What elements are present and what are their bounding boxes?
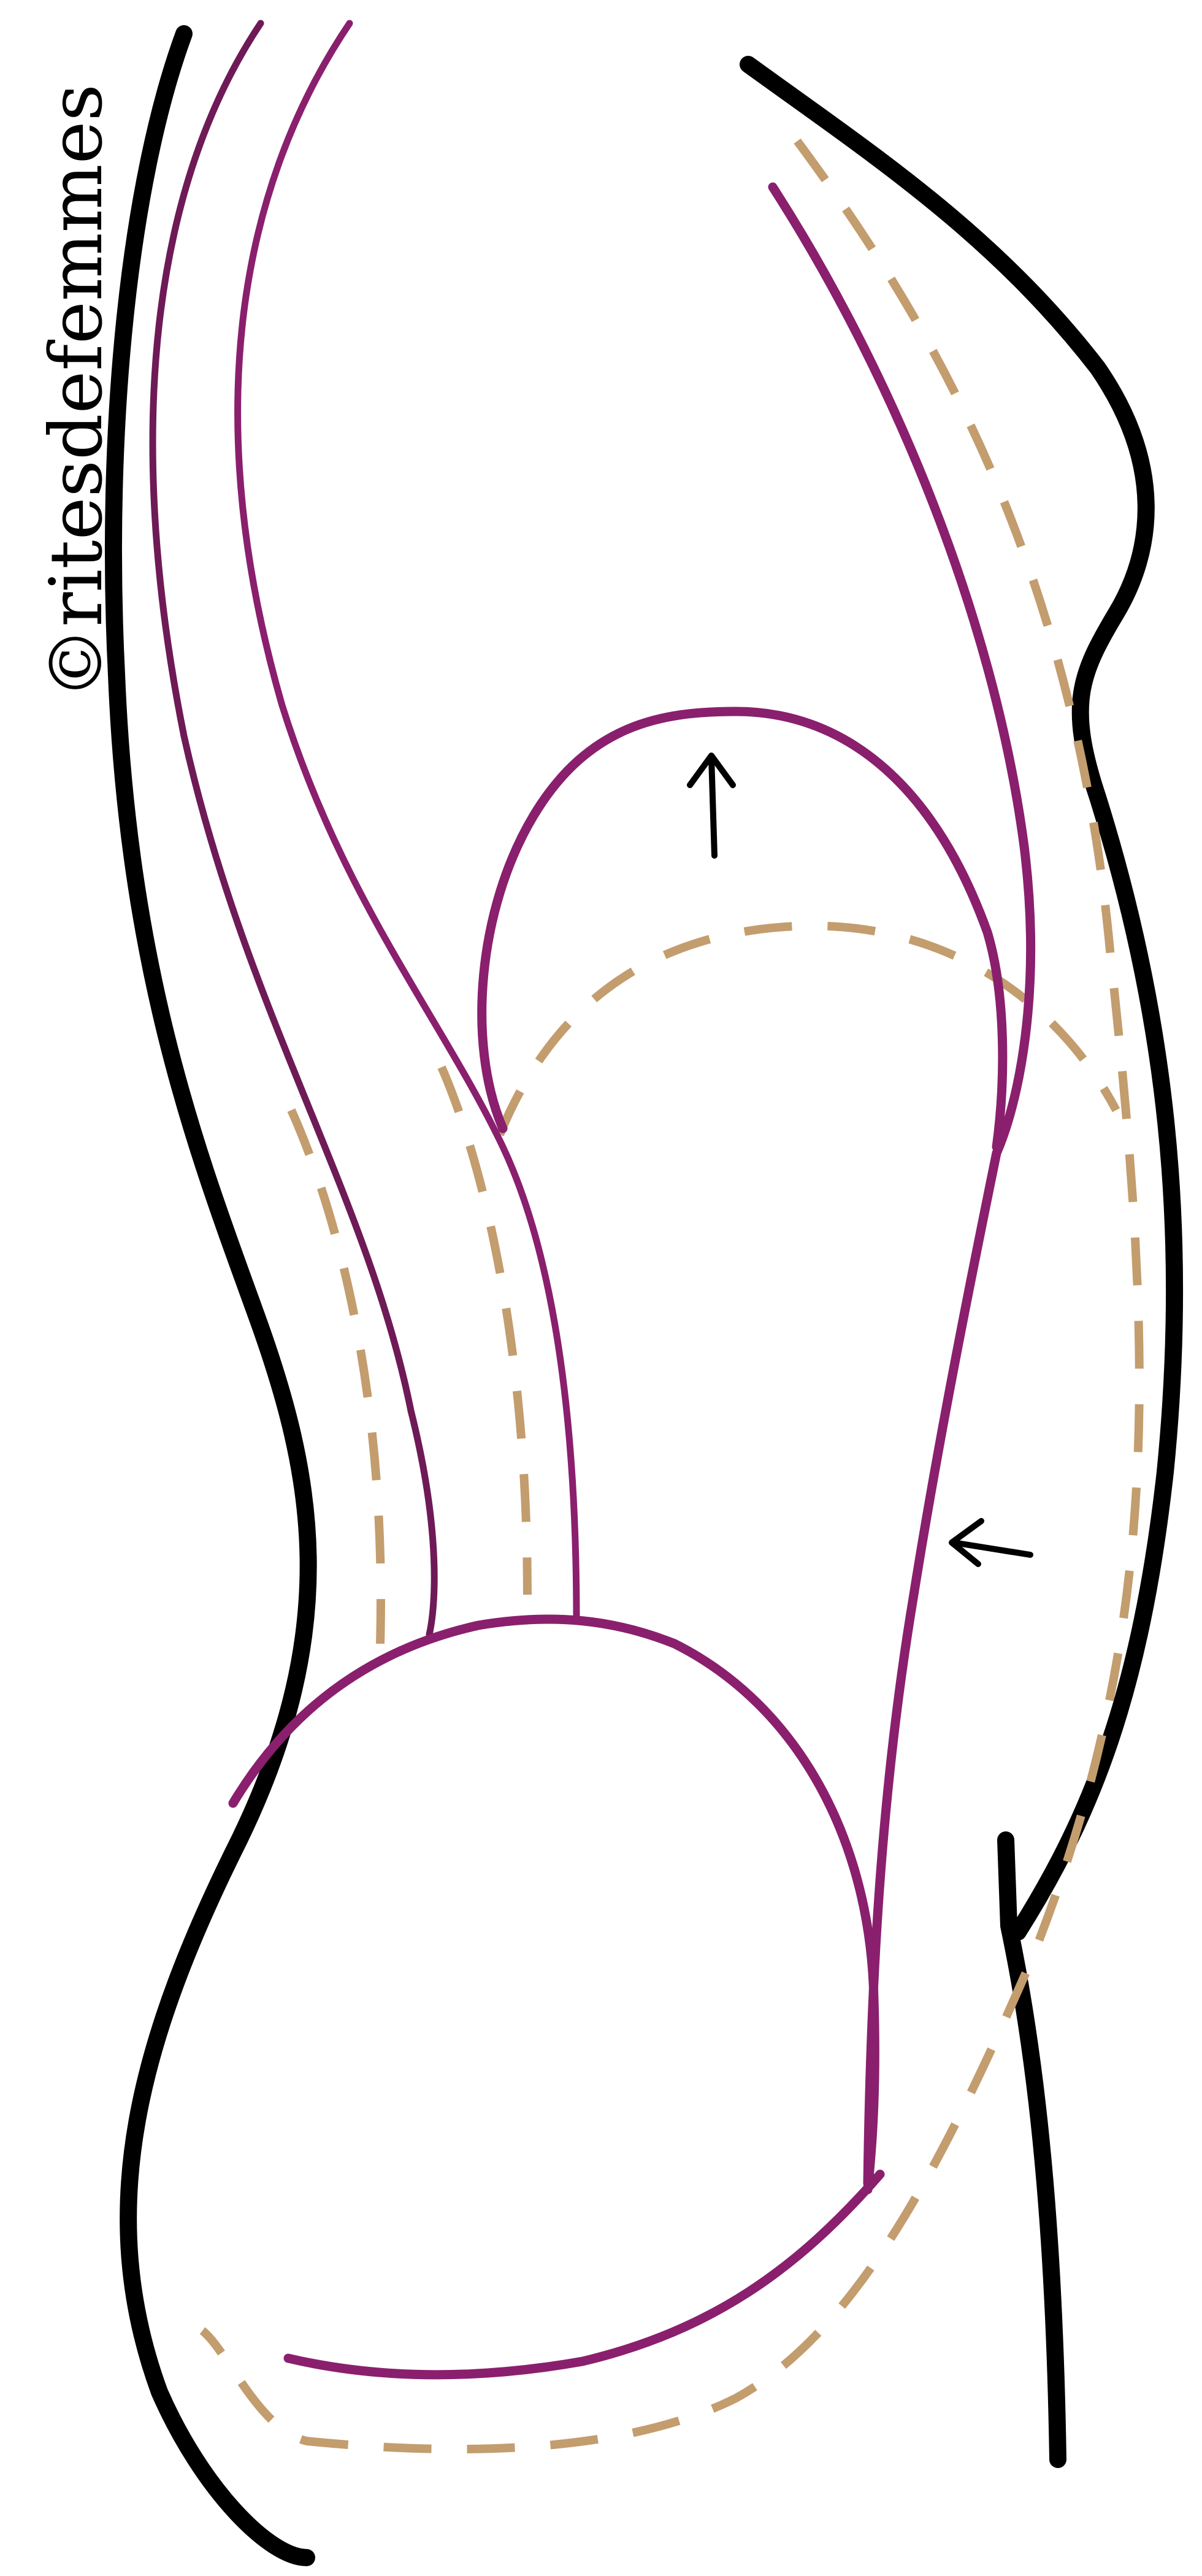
abdomen-outline xyxy=(748,64,1174,1932)
bladder-anterior-wall xyxy=(773,187,1031,2183)
vulva-outline xyxy=(1006,1840,1058,2459)
arrow-up-icon xyxy=(690,756,733,856)
watermark-text: ©ritesdefemmes xyxy=(34,84,118,699)
back-outline xyxy=(113,34,308,2558)
arrow-left-icon xyxy=(952,1521,1030,1564)
uterus xyxy=(482,711,1003,1147)
previous-bladder-dashed xyxy=(202,141,1139,2449)
bladder xyxy=(233,1619,875,2190)
rectum-outer-wall xyxy=(153,23,434,1635)
previous-anterior-wall-dashed xyxy=(442,1067,527,1595)
bladder-base xyxy=(288,2174,880,2375)
